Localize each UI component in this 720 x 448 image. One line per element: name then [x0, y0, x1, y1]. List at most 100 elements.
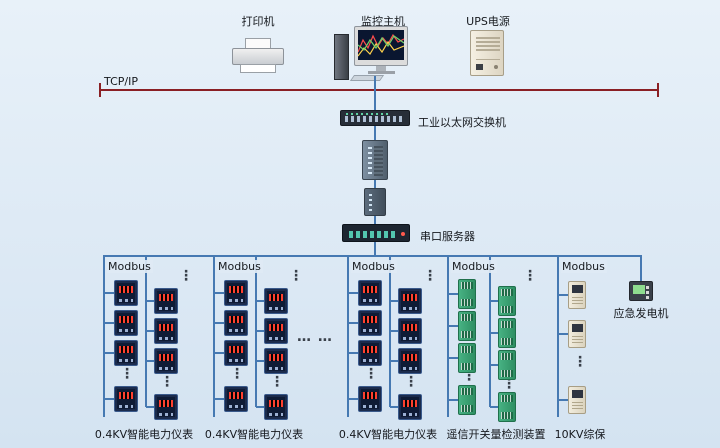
device-stub-line [558, 294, 568, 296]
monitoring-host-icon [330, 26, 416, 82]
device-stub-line [104, 322, 114, 324]
ellipsis-vertical: ⋮ [573, 354, 587, 370]
protection-device [568, 386, 586, 414]
group-4-label: 遥信开关量检测装置 [446, 428, 546, 441]
device-stub-line [490, 364, 498, 366]
group-1-label: 0.4KV智能电力仪表 [94, 428, 194, 441]
converter-heatsink [374, 146, 383, 176]
ellipsis-vertical: ⋮ [523, 268, 537, 284]
device-stub-line [558, 333, 568, 335]
device-stub-line [490, 406, 498, 408]
modbus-drop-line [347, 255, 349, 417]
monitor-stand [376, 66, 386, 71]
device-stub-line [256, 330, 264, 332]
printer-icon [232, 38, 284, 76]
modbus-group-5: Modbus ⋮ [557, 255, 649, 445]
group-2-label: 0.4KV智能电力仪表 [204, 428, 304, 441]
device-stub-line [104, 398, 114, 400]
power-meter [224, 340, 248, 366]
power-meter [154, 288, 178, 314]
power-meter [398, 288, 422, 314]
device-stub-line [490, 300, 498, 302]
device-stub-line [390, 360, 398, 362]
io-module [498, 286, 516, 316]
power-meter [264, 288, 288, 314]
modbus-bus-label: Modbus [107, 260, 153, 273]
device-stub-line [214, 352, 224, 354]
power-meter [224, 280, 248, 306]
group-5-label: 10KV综保 [554, 428, 606, 441]
modbus-drop-line [447, 255, 449, 417]
device-stub-line [146, 300, 154, 302]
ethernet-switch-label: 工业以太网交换机 [418, 116, 506, 129]
power-meter [398, 348, 422, 374]
io-module [458, 311, 476, 341]
power-meter [154, 318, 178, 344]
crt-monitor [354, 26, 408, 66]
device-stub-line [348, 398, 358, 400]
power-meter [264, 318, 288, 344]
device-stub-line [558, 399, 568, 401]
generator-drop-line [640, 255, 642, 282]
ups-icon [470, 30, 504, 76]
converter-leds [368, 147, 372, 174]
protection-device [568, 320, 586, 348]
device-stub-line [146, 360, 154, 362]
device-stub-line [448, 399, 458, 401]
io-module [498, 392, 516, 422]
power-meter [264, 348, 288, 374]
modbus-bus-label: Modbus [217, 260, 263, 273]
modbus-bus-line [103, 255, 642, 257]
ellipsis-vertical: ⋮ [120, 366, 134, 382]
power-meter [114, 310, 138, 336]
power-meter [154, 348, 178, 374]
modbus-branch-line [489, 256, 491, 407]
device-stub-line [146, 406, 154, 408]
device-stub-line [390, 300, 398, 302]
host-label: 监控主机 [361, 15, 405, 28]
ethernet-switch-icon [340, 110, 410, 126]
power-meter [398, 318, 422, 344]
ellipsis-vertical: ⋮ [364, 366, 378, 382]
ellipsis-vertical: ⋮ [160, 374, 174, 390]
modbus-group-2: Modbus ⋮⋮⋮ [213, 255, 305, 445]
modbus-bus-label: Modbus [561, 260, 607, 273]
ellipsis-vertical: ⋮ [423, 268, 437, 284]
serial-server-icon [342, 224, 410, 242]
media-converter-icon [362, 140, 388, 180]
tcpip-bus-terminator-left [99, 83, 101, 97]
group-3-label: 0.4KV智能电力仪表 [338, 428, 438, 441]
modbus-group-1: Modbus ⋮ ⋮ ⋮ [103, 255, 195, 445]
device-stub-line [256, 360, 264, 362]
device-stub-line [104, 292, 114, 294]
modbus-drop-line [103, 255, 105, 417]
modbus-group-3: Modbus ⋮⋮⋮ [347, 255, 439, 445]
ellipsis-vertical: ⋮ [502, 376, 516, 392]
ups-panel [476, 59, 500, 71]
ellipsis-vertical: ⋮ [179, 268, 193, 284]
device-stub-line [256, 406, 264, 408]
tcpip-bus-line [100, 89, 658, 91]
io-module [458, 279, 476, 309]
power-meter [358, 340, 382, 366]
power-meter [114, 340, 138, 366]
ellipsis-vertical: ⋮ [230, 366, 244, 382]
ellipsis-vertical: ⋮ [289, 268, 303, 284]
device-stub-line [448, 293, 458, 295]
power-meter [264, 394, 288, 420]
device-stub-line [348, 352, 358, 354]
power-meter [224, 386, 248, 412]
tcpip-label: TCP/IP [104, 75, 138, 88]
switch-ports [345, 116, 405, 122]
converter-leds [369, 194, 372, 212]
power-meter [154, 394, 178, 420]
computer-tower [334, 34, 349, 80]
switch-leds [346, 113, 390, 115]
device-stub-line [146, 330, 154, 332]
ellipsis-vertical: ⋮ [404, 374, 418, 390]
monitor-base [368, 71, 395, 74]
device-stub-line [448, 357, 458, 359]
protection-device [568, 281, 586, 309]
ups-label: UPS电源 [466, 15, 510, 28]
